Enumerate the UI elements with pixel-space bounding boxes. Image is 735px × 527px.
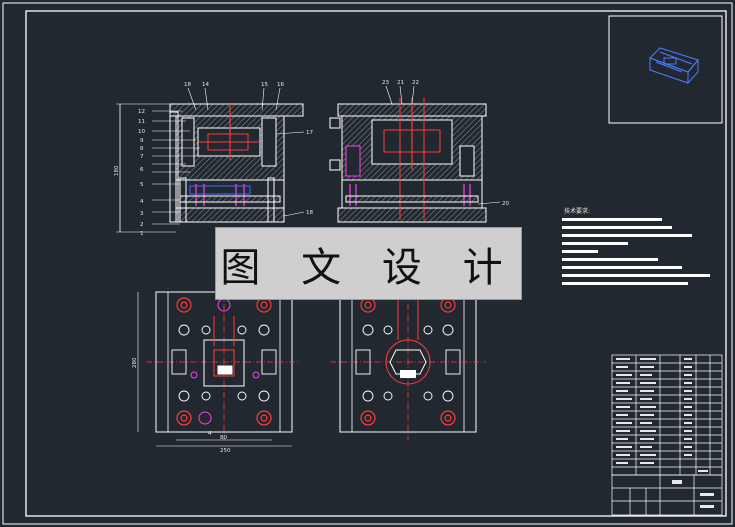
callout-20: 20 — [502, 201, 509, 207]
plan-view-left — [137, 282, 300, 447]
part-number-3: 3 — [140, 211, 144, 217]
part-number-2: 2 — [140, 222, 144, 228]
side-section-view — [329, 85, 501, 223]
dim-plan-inner-width: 80 — [220, 435, 227, 441]
part-number-7: 7 — [140, 154, 144, 160]
callout-17: 17 — [306, 130, 313, 136]
dim-plan-height: 280 — [132, 357, 138, 368]
plan-view-right — [330, 282, 486, 440]
part-number-1: 1 — [140, 231, 144, 237]
callout-18-top: 18 — [184, 82, 191, 88]
callout-15: 15 — [261, 82, 268, 88]
title-block-text-marks — [616, 358, 714, 508]
part-number-11: 11 — [138, 119, 145, 125]
part-number-4: 4 — [140, 199, 144, 205]
technical-requirements-heading: 技术要求: — [564, 207, 590, 215]
callout-21: 21 — [397, 80, 404, 86]
technical-notes-lines — [562, 218, 710, 285]
callout-14: 14 — [202, 82, 209, 88]
callout-23: 23 — [382, 80, 389, 86]
3d-mold-thumbnail-icon — [649, 47, 699, 85]
part-number-12: 12 — [138, 109, 145, 115]
dim-front-height: 180 — [114, 165, 120, 176]
part-number-6: 6 — [140, 167, 144, 173]
callout-22: 22 — [412, 80, 419, 86]
title-block — [611, 354, 723, 516]
dim-plan-width: 250 — [220, 448, 231, 454]
callout-16: 16 — [277, 82, 284, 88]
top-clamp-plate — [169, 103, 304, 117]
part-number-10: 10 — [138, 129, 145, 135]
front-section-view — [116, 87, 305, 233]
part-number-8: 8 — [140, 146, 144, 152]
sheet-inner-border — [25, 10, 727, 517]
callout-18-bottom: 18 — [306, 210, 313, 216]
watermark-banner: 图 文 设 计 — [215, 227, 522, 300]
thumbnail-frame — [608, 15, 723, 124]
dim-plan-small: 4 — [208, 431, 212, 437]
part-number-5: 5 — [140, 182, 144, 188]
part-number-9: 9 — [140, 138, 144, 144]
bottom-clamp-plate — [175, 207, 285, 223]
